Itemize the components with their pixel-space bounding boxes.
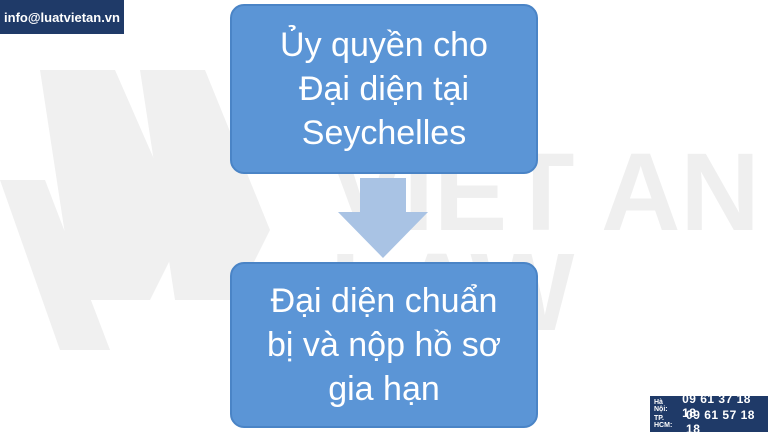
hanoi-label: Hà Nội: [654, 399, 668, 413]
step1-line-3: Seychelles [301, 114, 467, 152]
hanoi-phone[interactable]: 09 61 37 18 18 [682, 392, 751, 420]
hcm-phone-row: TP. HCM: 09 61 57 18 18 [654, 408, 764, 436]
step-box-authorize-representative: Ủy quyền cho Đại diện tại Seychelles [230, 4, 538, 174]
step2-line-3: gia hạn [328, 370, 440, 408]
hcm-label: TP. HCM: [654, 415, 673, 429]
email-badge[interactable]: info@luatvietan.vn [0, 0, 124, 34]
step2-line-1: Đại diện chuẩn [270, 282, 498, 320]
watermark-logo-stroke [140, 70, 270, 300]
contact-phone-panel: Hà Nội: 09 61 37 18 18 TP. HCM: 09 61 57… [650, 392, 768, 436]
down-arrow-icon [338, 178, 428, 258]
step2-line-2: bị và nộp hồ sơ [267, 326, 501, 364]
watermark-logo-stroke [40, 70, 185, 300]
watermark-logo-stroke [0, 180, 110, 350]
hanoi-phone-row: Hà Nội: 09 61 37 18 18 [654, 392, 764, 420]
step1-line-1: Ủy quyền cho [280, 26, 488, 64]
step1-line-2: Đại diện tại [298, 70, 470, 108]
step-box-prepare-submit-renewal: Đại diện chuẩn bị và nộp hồ sơ gia hạn [230, 262, 538, 428]
